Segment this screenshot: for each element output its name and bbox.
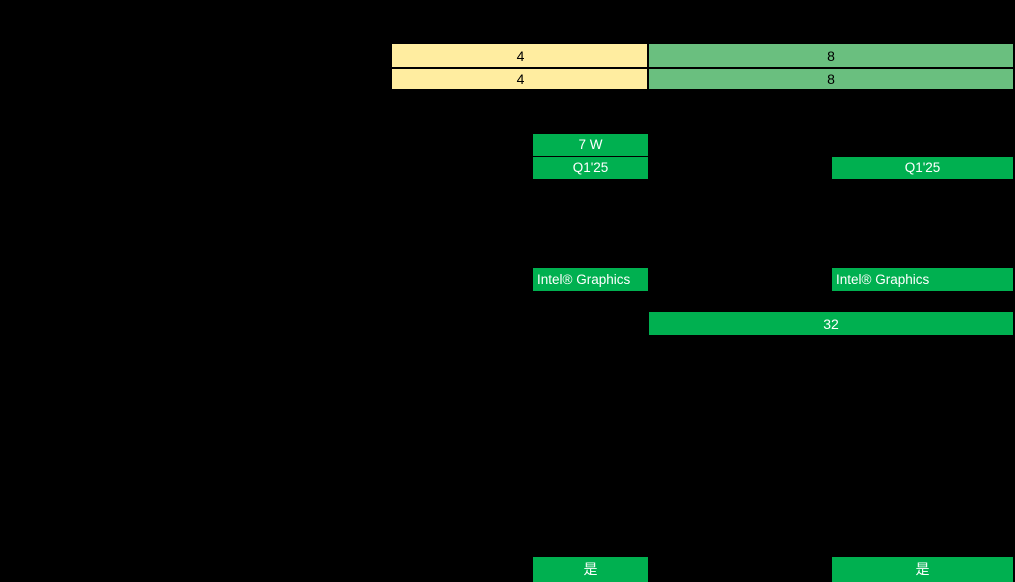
badge-tdp-left: 7 W xyxy=(533,134,648,156)
badge-support-right: 是 xyxy=(832,557,1013,582)
badge-launch-date-left: Q1'25 xyxy=(533,157,648,179)
badge-graphics-right: Intel® Graphics xyxy=(832,268,1013,291)
table-cell-left-row2: 4 xyxy=(392,69,649,89)
table-column-divider xyxy=(647,44,649,89)
table-cell-left-row1: 4 xyxy=(392,44,649,67)
table-cell-right-row1: 8 xyxy=(649,44,1013,67)
table-row-divider xyxy=(392,67,1013,69)
badge-graphics-left: Intel® Graphics xyxy=(533,268,648,291)
table-cell-right-row2: 8 xyxy=(649,69,1013,89)
badge-launch-date-right: Q1'25 xyxy=(832,157,1013,179)
badge-support-left: 是 xyxy=(533,557,648,582)
badge-max-memory-right: 32 xyxy=(649,312,1013,335)
